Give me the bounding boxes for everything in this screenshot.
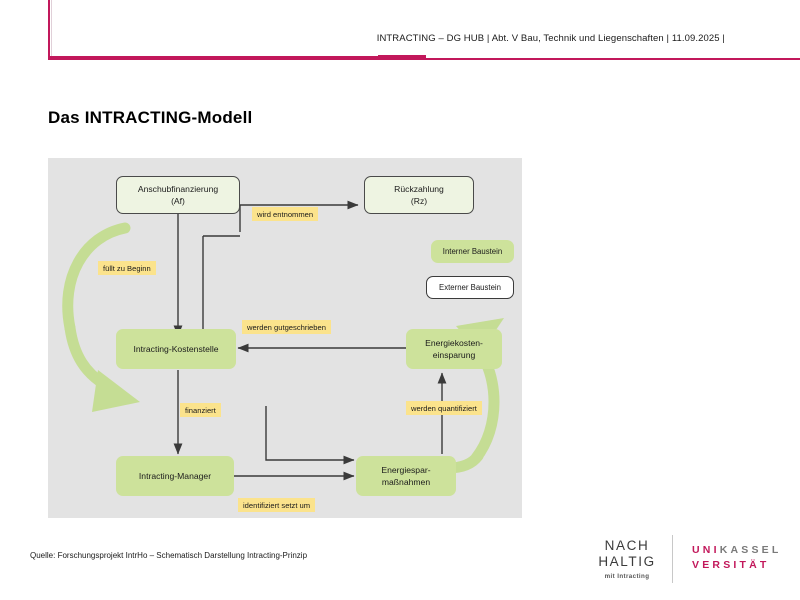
node-rueckzahlung[interactable]: Rückzahlung (Rz) <box>364 176 474 214</box>
node-intracting-manager[interactable]: Intracting-Manager <box>116 456 234 496</box>
edge-kostenstelle-to-massnahmen <box>265 406 355 465</box>
source-caption: Quelle: Forschungsprojekt IntrHo – Schem… <box>30 551 308 560</box>
logo-uni-row1: UNIKASSEL <box>692 543 781 558</box>
header-corner-vertical-line-secondary <box>51 0 52 58</box>
edge-label-fuellt-zu-beginn: füllt zu Beginn <box>98 261 156 276</box>
header-meta-text: INTRACTING – DG HUB | Abt. V Bau, Techni… <box>376 33 725 44</box>
logo-uni-kassel: KASSEL <box>719 544 782 556</box>
node-energiesparmassnahmen-line2: maßnahmen <box>381 477 431 487</box>
header-horizontal-rule-left <box>48 56 378 58</box>
diagram-panel: Anschubfinanzierung (Af) Rückzahlung (Rz… <box>48 158 522 518</box>
legend-internal-baustein[interactable]: Interner Baustein <box>431 240 514 263</box>
logo-nachhaltig-line1: NACH <box>604 538 650 553</box>
header-rule-accent-block <box>378 55 426 60</box>
legend-external-baustein[interactable]: Externer Baustein <box>426 276 514 299</box>
header-corner-vertical-line <box>48 0 50 58</box>
node-energiekosteneinsparung[interactable]: Energiekosten- einsparung <box>406 329 502 369</box>
logo-uni-row2: VERSITÄT <box>692 558 781 573</box>
legend-internal-label: Interner Baustein <box>442 247 503 256</box>
logo-nachhaltig-line2: HALTIG <box>598 553 656 569</box>
node-energiesparmassnahmen-line1: Energiespar- <box>381 464 431 475</box>
logo-divider <box>672 535 673 583</box>
cycle-arrow-left <box>62 222 140 412</box>
page-title: Das INTRACTING-Modell <box>48 108 253 127</box>
node-intracting-manager-label: Intracting-Manager <box>138 470 212 481</box>
edge-label-werden-quantifiziert: werden quantifiziert <box>406 401 482 416</box>
node-intracting-kostenstelle[interactable]: Intracting-Kostenstelle <box>116 329 236 369</box>
node-anschubfinanzierung[interactable]: Anschubfinanzierung (Af) <box>116 176 240 214</box>
logo-uni-prefix: UNI <box>692 544 720 556</box>
node-intracting-kostenstelle-label: Intracting-Kostenstelle <box>133 343 219 354</box>
legend-external-label: Externer Baustein <box>439 283 501 292</box>
node-energiesparmassnahmen[interactable]: Energiespar- maßnahmen <box>356 456 456 496</box>
node-energiekosteneinsparung-line2: einsparung <box>432 350 476 360</box>
logo-nachhaltig-tagline: mit Intracting <box>604 572 650 580</box>
node-anschubfinanzierung-line2: (Af) <box>171 196 185 206</box>
edge-label-identifiziert-setzt-um: identifiziert setzt um <box>238 498 316 513</box>
logo-nachhaltig: NACH HALTIG mit Intracting <box>588 538 666 580</box>
node-anschubfinanzierung-line1: Anschubfinanzierung <box>137 183 219 194</box>
logo-uni-versitaet: VERSITÄT <box>692 559 770 572</box>
node-rueckzahlung-line1: Rückzahlung <box>394 183 444 194</box>
node-rueckzahlung-line2: (Rz) <box>410 196 428 206</box>
edge-label-wird-entnommen: wird entnommen <box>252 207 319 222</box>
edge-label-finanziert: finanziert <box>180 403 221 418</box>
node-energiekosteneinsparung-line1: Energiekosten- <box>425 337 483 348</box>
logo-universitaet-kassel: UNIKASSEL VERSITÄT <box>692 543 781 573</box>
edge-label-werden-gutgeschrieben: werden gutgeschrieben <box>242 320 331 335</box>
